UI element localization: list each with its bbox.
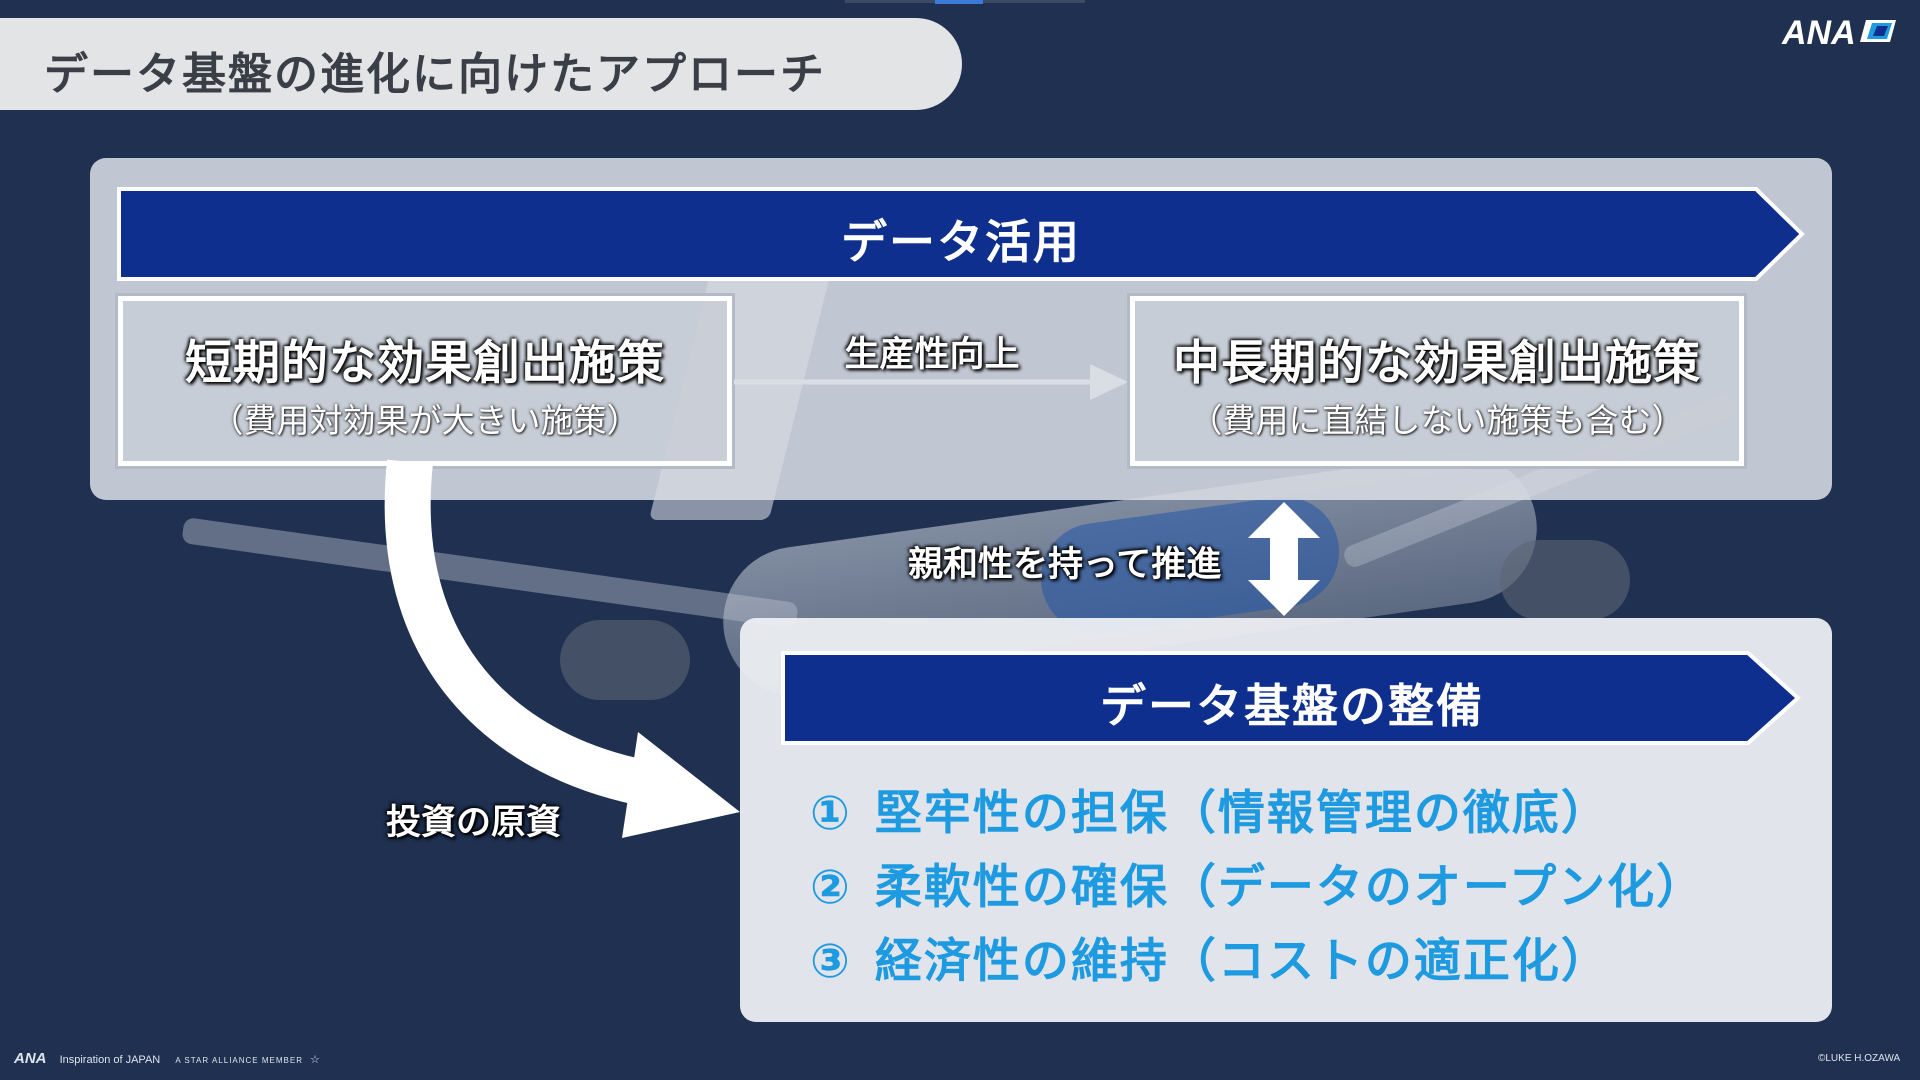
slide-progress-indicator (935, 0, 983, 4)
photo-credit: ©LUKE H.OZAWA (1818, 1053, 1901, 1064)
title-bar (0, 18, 962, 110)
investment-source-label: 投資の原資 (386, 803, 562, 843)
background-plane-engine (560, 620, 690, 700)
short-term-measures-subtitle: （費用対効果が大きい施策） (210, 401, 640, 440)
list-item: ② 柔軟性の確保（データのオープン化） (810, 848, 1705, 917)
background-plane-engine (1500, 540, 1630, 620)
item-number: ② (810, 860, 852, 915)
footer-ana-logo: ANA (14, 1050, 47, 1067)
productivity-arrow (734, 364, 1128, 400)
footer-tagline: Inspiration of JAPAN (59, 1054, 161, 1066)
slide-title: データ基盤の進化に向けたアプローチ (44, 49, 826, 100)
ana-logo: ANA (1782, 14, 1856, 52)
data-utilization-banner-label: データ活用 (841, 215, 1081, 269)
short-term-measures-box (115, 293, 735, 469)
item-number: ③ (810, 934, 852, 989)
double-headed-arrow (1248, 502, 1320, 616)
item-text: 柔軟性の確保（データのオープン化） (874, 860, 1706, 915)
data-infrastructure-banner (781, 651, 1801, 745)
mid-long-term-measures-box (1127, 293, 1747, 469)
mid-long-term-measures-title: 中長期的な効果創出施策 (1173, 336, 1701, 391)
data-utilization-banner (117, 187, 1805, 281)
list-item: ① 堅牢性の担保（情報管理の徹底） (810, 774, 1610, 843)
list-item: ③ 経済性の維持（コストの適正化） (810, 922, 1610, 991)
footer-branding: ANA Inspiration of JAPAN A STAR ALLIANCE… (14, 1050, 320, 1067)
data-infrastructure-banner-label: データ基盤の整備 (1100, 679, 1484, 733)
item-text: 堅牢性の担保（情報管理の徹底） (874, 786, 1610, 841)
footer-alliance: A STAR ALLIANCE MEMBER (175, 1056, 303, 1065)
mid-long-term-measures-subtitle: （費用に直結しない施策も含む） (1189, 401, 1685, 440)
ana-logo-mark-icon (1860, 20, 1896, 42)
investment-curved-arrow (384, 459, 740, 838)
short-term-measures-title: 短期的な効果創出施策 (185, 336, 665, 391)
productivity-label: 生産性向上 (844, 335, 1020, 375)
item-text: 経済性の維持（コストの適正化） (874, 934, 1610, 989)
affinity-promotion-label: 親和性を持って推進 (908, 545, 1222, 585)
item-number: ① (810, 786, 852, 841)
star-icon: ☆ (310, 1054, 320, 1066)
